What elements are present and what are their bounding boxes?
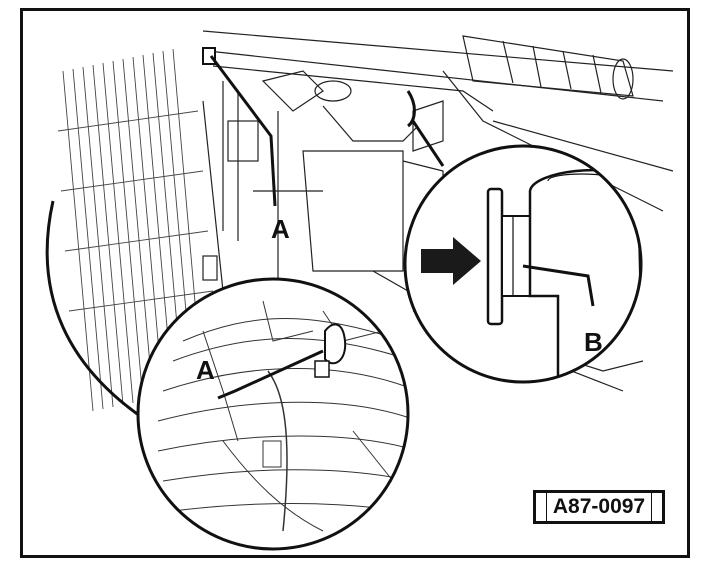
figure-code-box: A87-0097 bbox=[533, 490, 665, 524]
figure-code: A87-0097 bbox=[545, 492, 653, 522]
push-arrow bbox=[421, 237, 481, 285]
inset-detail-left bbox=[136, 277, 410, 551]
inset-connector-left bbox=[45, 200, 164, 433]
leader-line-a-inset bbox=[217, 349, 324, 400]
bracket-inset-left bbox=[324, 323, 347, 365]
inset-detail-right bbox=[403, 144, 643, 384]
leader-line-b bbox=[522, 264, 595, 307]
engine-bay-sketch bbox=[57, 30, 674, 412]
callout-label-b: B bbox=[584, 327, 603, 357]
diagram-artwork bbox=[45, 30, 674, 551]
leader-line-a-main bbox=[209, 55, 277, 207]
diagram-frame: A A B A87-0097 bbox=[20, 8, 690, 558]
radiator-fins bbox=[57, 48, 214, 412]
callout-label-a-inset: A bbox=[196, 355, 215, 385]
callout-label-a-main: A bbox=[271, 214, 290, 244]
inset-connector-right bbox=[406, 90, 445, 167]
